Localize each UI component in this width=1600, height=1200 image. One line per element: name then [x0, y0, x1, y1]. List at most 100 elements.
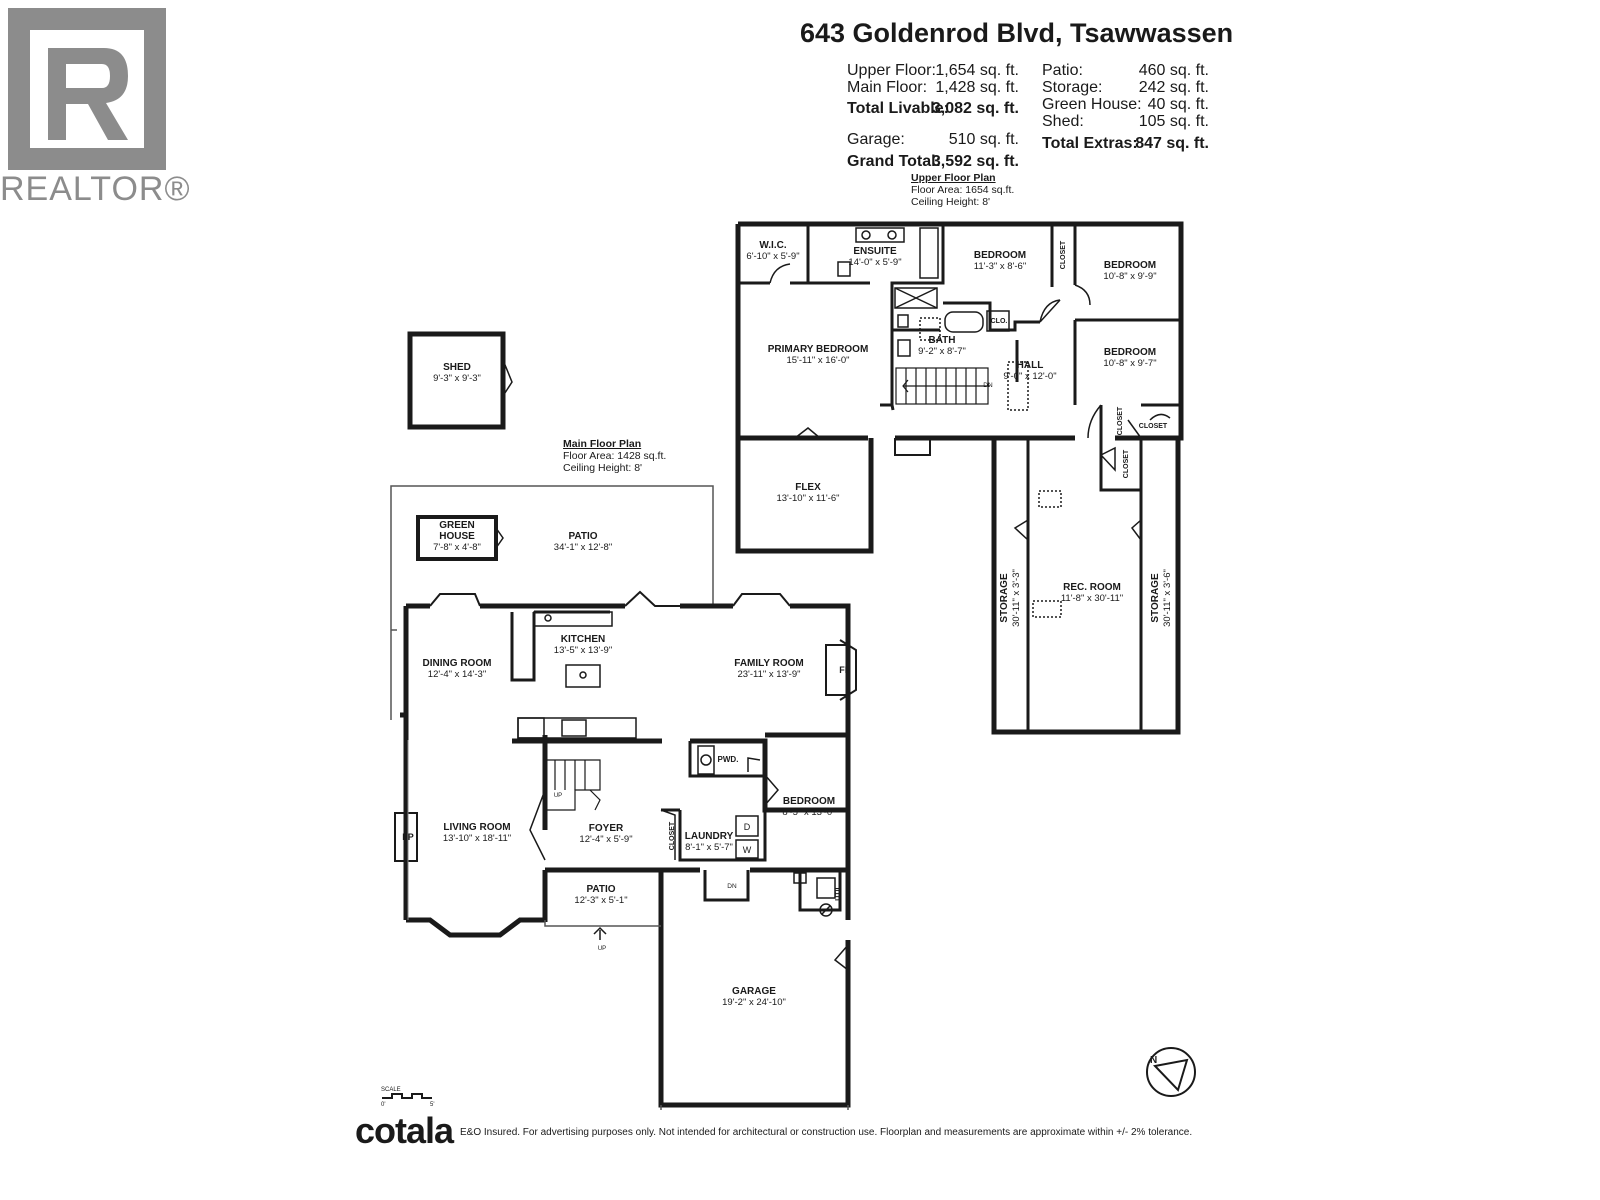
room-dim-garage: 19'-2" x 24'-10" [722, 997, 786, 1008]
main-plan-header: Main Floor Plan Floor Area: 1428 sq.ft. … [563, 438, 666, 474]
room-name-bath: BATH [928, 335, 955, 346]
room-name-kitchen: KITCHEN [561, 634, 605, 645]
upper-plan-header: Upper Floor Plan Floor Area: 1654 sq.ft.… [911, 172, 1014, 208]
room-dim-living: 13'-10" x 18'-11" [443, 833, 511, 844]
room-dim-family: 23'-11" x 13'-9" [737, 669, 800, 680]
main-plan-area: Floor Area: 1428 sq.ft. [563, 450, 667, 462]
closet-label: CLOSET [1117, 406, 1124, 435]
room-dim-bedroom-up2: 10'-8" x 9'-9" [1103, 271, 1156, 282]
area-row: Garage:510 sq. ft. [847, 131, 1019, 148]
closet-label: CLOSET [669, 821, 676, 850]
room-dim-laundry: 8'-1" x 5'-7" [685, 842, 733, 853]
room-name-wic: W.I.C. [759, 240, 786, 251]
back-patio-outline [390, 485, 714, 720]
room-name-greenhouse-2: HOUSE [439, 531, 475, 542]
room-dim-kitchen: 13'-5" x 13'-9" [554, 645, 612, 656]
room-dim-bedroom-main: 8'-5" x 13'-0" [782, 807, 835, 818]
room-dim-foyer: 12'-4" x 5'-9" [579, 834, 632, 845]
north-arrow-icon: N [1146, 1047, 1196, 1097]
area-row: Main Floor:1,428 sq. ft. [847, 79, 1019, 96]
fp-label: FP [402, 832, 414, 842]
room-dim-patio-front: 12'-3" x 5'-1" [574, 895, 627, 906]
upper-floor-walls [735, 221, 1184, 735]
room-name-family: FAMILY ROOM [734, 658, 803, 669]
closet-label: CLOSET [1060, 240, 1067, 269]
front-patio-and-garage [544, 920, 849, 1110]
room-dim-bath: 9'-2" x 8'-7" [918, 346, 966, 357]
room-name-foyer: FOYER [589, 823, 624, 834]
main-door-swings [529, 757, 849, 971]
room-name-bedroom-up1: BEDROOM [974, 250, 1026, 261]
laundry-appliances [697, 745, 836, 917]
room-dim-hall: 9'-0" x 12'-0" [1003, 371, 1056, 382]
up-label: UP [598, 946, 606, 952]
kitchen-counters [517, 611, 637, 739]
area-row-total-extras: Total Extras:847 sq. ft. [1042, 135, 1209, 152]
room-name-hall: HALL [1017, 360, 1044, 371]
room-name-bedroom-main: BEDROOM [783, 796, 835, 807]
property-address: 643 Goldenrod Blvd, Tsawwassen [800, 18, 1234, 48]
closet-label: CLOSET [1123, 449, 1130, 478]
room-name-greenhouse: GREEN [439, 520, 475, 531]
shed-walls [407, 331, 506, 430]
area-row: Shed:105 sq. ft. [1042, 113, 1209, 130]
realtor-r-icon [8, 8, 166, 170]
area-row: Storage:242 sq. ft. [1042, 79, 1209, 96]
room-dim-primary: 15'-11" x 16'-0" [786, 355, 849, 366]
up-label: UP [554, 793, 562, 799]
scale-zero: 0' [381, 1102, 385, 1108]
area-row: Upper Floor:1,654 sq. ft. [847, 62, 1019, 79]
area-summary-right: Patio:460 sq. ft. Storage:242 sq. ft. Gr… [1042, 62, 1209, 157]
scale-label: SCALE [381, 1087, 401, 1093]
room-name-living: LIVING ROOM [443, 822, 510, 833]
room-dim-ensuite: 14'-0" x 5'-9" [848, 257, 901, 268]
room-dim-greenhouse: 7'-8" x 4'-8" [433, 542, 481, 553]
room-name-dining: DINING ROOM [423, 658, 492, 669]
area-row: Green House:40 sq. ft. [1042, 96, 1209, 113]
cotala-logo: cotala [355, 1110, 454, 1151]
room-name-flex: FLEX [795, 482, 821, 493]
main-stairs [545, 759, 601, 811]
area-summary-left: Upper Floor:1,654 sq. ft. Main Floor:1,4… [847, 62, 1019, 174]
upper-door-swings [769, 263, 1171, 541]
pwd-label: PWD. [718, 755, 739, 764]
main-floor-walls [400, 603, 851, 1108]
room-dim-flex: 13'-10" x 11'-6" [776, 493, 839, 504]
dryer-label: D [744, 822, 751, 832]
room-name-storage1: STORAGE [999, 573, 1010, 623]
room-name-laundry: LAUNDRY [685, 831, 734, 842]
fp-label: FP [839, 665, 851, 675]
north-label: N [1150, 1055, 1157, 1066]
room-dim-shed: 9'-3" x 9'-3" [433, 373, 481, 384]
dn-label: DN [983, 382, 993, 389]
disclaimer: E&O Insured. For advertising purposes on… [460, 1127, 1193, 1138]
upper-stairs [895, 367, 990, 405]
closet-label: CLOSET [1139, 423, 1168, 430]
room-dim-bedroom-up3: 10'-8" x 9'-7" [1103, 358, 1156, 369]
clo-label: CLO. [991, 318, 1008, 325]
util-label: UTIL. [835, 883, 842, 901]
scale-five: 5' [430, 1102, 434, 1108]
upper-floor-partitions [738, 224, 1181, 732]
room-name-rec: REC. ROOM [1063, 582, 1121, 593]
room-dim-storage2: 30'-11" x 3'-6" [1162, 569, 1173, 627]
upper-windows [737, 223, 1160, 552]
room-dim-wic: 6'-10" x 5'-9" [746, 251, 799, 262]
upper-plan-title: Upper Floor Plan [911, 172, 996, 184]
fireplaces [394, 639, 857, 862]
washer-label: W [743, 845, 752, 855]
main-plan-title: Main Floor Plan [563, 438, 642, 450]
room-name-bedroom-up3: BEDROOM [1104, 347, 1156, 358]
realtor-wordmark: REALTOR® [0, 170, 191, 208]
room-dim-rec: 11'-8" x 30'-11" [1061, 593, 1123, 604]
room-dim-patio-back: 34'-1" x 12'-8" [554, 542, 612, 553]
realtor-logo [8, 8, 166, 170]
bay-windows [429, 590, 791, 936]
area-row: Patio:460 sq. ft. [1042, 62, 1209, 79]
room-name-bedroom-up2: BEDROOM [1104, 260, 1156, 271]
area-row-grand-total: Grand Total:3,592 sq. ft. [847, 153, 1019, 170]
room-dim-storage1: 30'-11" x 3'-3" [1011, 569, 1022, 627]
room-name-storage2: STORAGE [1150, 573, 1161, 623]
main-plan-ceiling: Ceiling Height: 8' [563, 462, 643, 474]
